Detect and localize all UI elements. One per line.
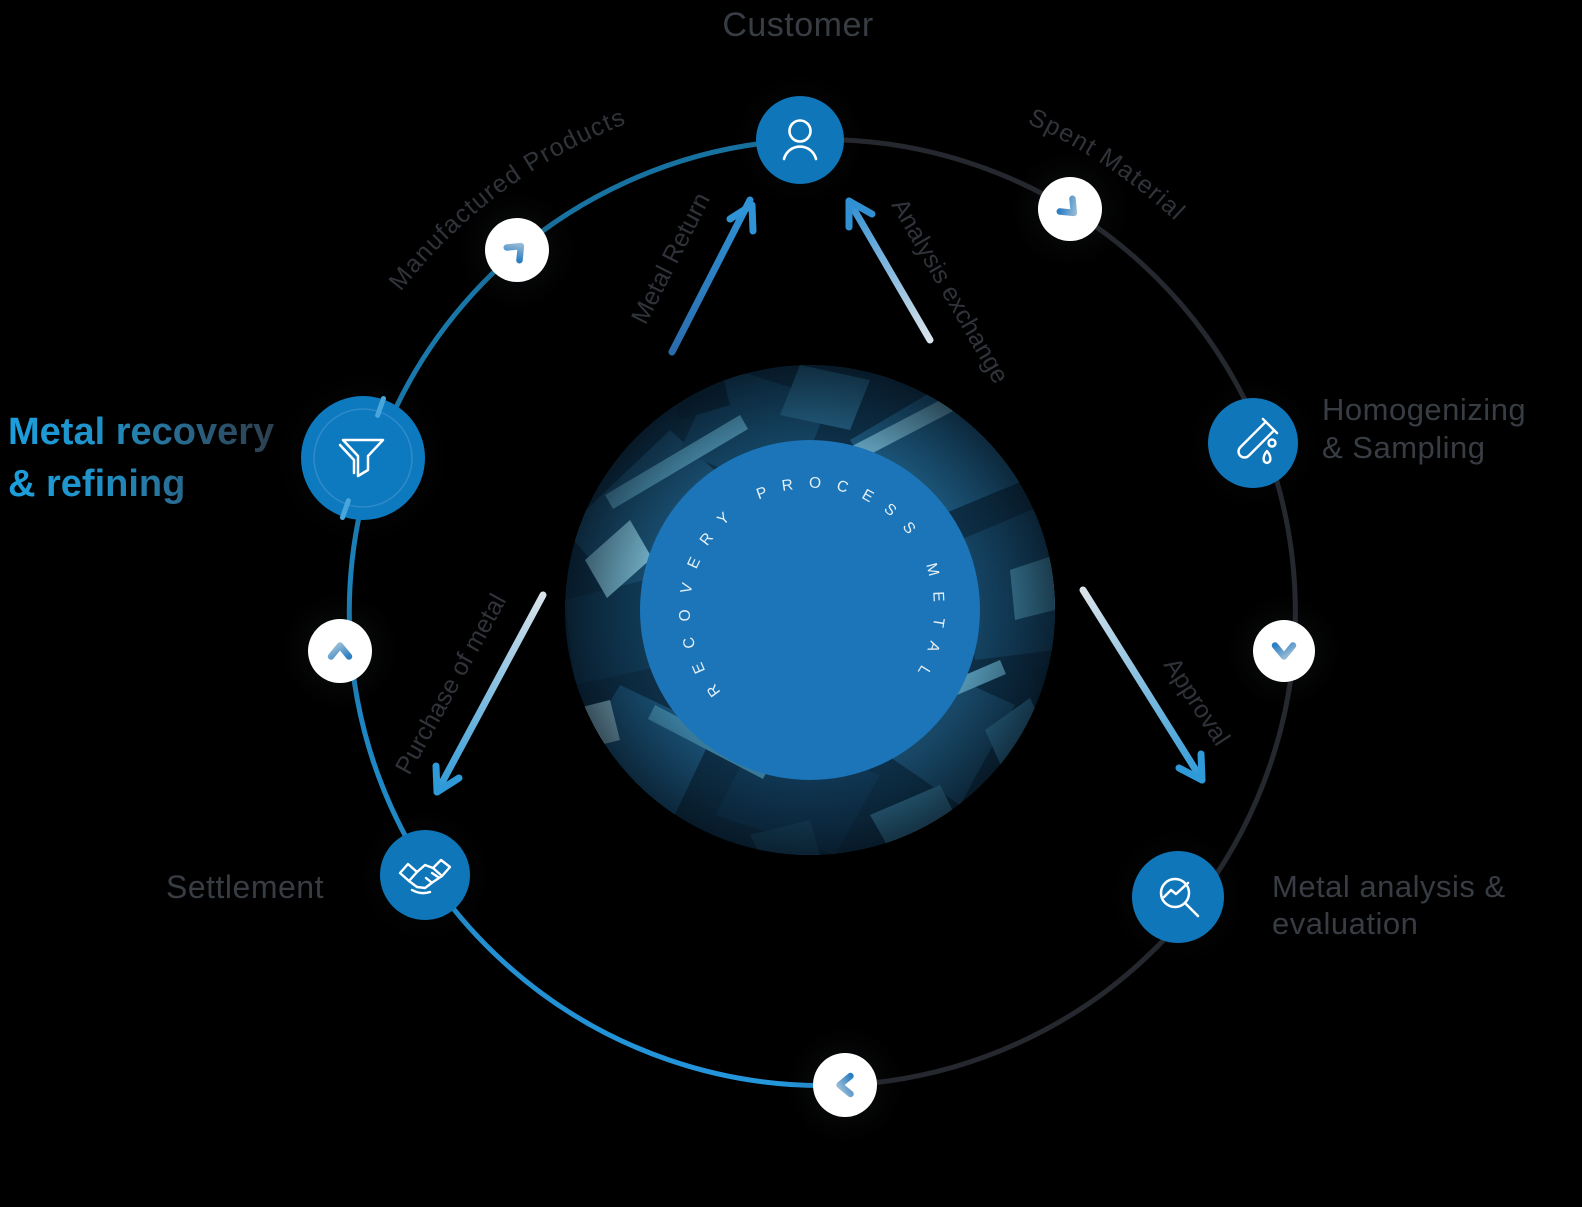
flow-label-approval: Approval	[1158, 653, 1235, 751]
person-icon	[782, 119, 818, 161]
orbit-tick	[340, 498, 351, 520]
chevron-down-right-icon	[1056, 195, 1078, 217]
label-settlement: Settlement	[166, 869, 324, 905]
flow-label-metal-return: Metal Return	[626, 188, 716, 328]
step-button-approval[interactable]	[1224, 591, 1344, 711]
funnel-icon	[338, 438, 385, 478]
arrowhead-icon	[1175, 750, 1206, 784]
label-metal-recovery-refining: Metal recovery & refining	[8, 411, 285, 505]
handshake-icon	[398, 858, 452, 895]
flow-arrow-analysis-exchange: Analysis exchange	[845, 194, 1014, 388]
arrowhead-icon	[432, 762, 463, 796]
active-node-ring	[313, 408, 413, 508]
step-button-manufactured-products[interactable]	[455, 188, 579, 312]
step-button-spent-material[interactable]	[1008, 147, 1132, 271]
node-metal-recovery-refining[interactable]	[271, 366, 455, 550]
step-button-purchase[interactable]	[278, 589, 402, 713]
flow-arrow-purchase-of-metal: Purchase of metal	[390, 589, 547, 796]
center-blue-circle	[640, 440, 980, 780]
node-metal-analysis-evaluation[interactable]	[1106, 825, 1250, 969]
label-homogenizing-sampling: Homogenizing & Sampling	[1322, 392, 1535, 465]
chevron-up-icon	[327, 642, 353, 660]
chevron-down-icon	[1271, 642, 1297, 660]
center-scrap-photo	[565, 365, 1055, 855]
flow-arrow-metal-return: Metal Return	[626, 188, 757, 356]
magnifier-chart-icon	[1159, 877, 1200, 918]
chevron-up-right-icon	[503, 242, 525, 264]
node-settlement[interactable]	[355, 805, 495, 945]
label-customer: Customer	[722, 6, 873, 44]
arrowhead-icon	[845, 197, 876, 231]
test-tube-icon	[1237, 417, 1279, 465]
step-button-bottom[interactable]	[783, 1023, 907, 1147]
node-homogenizing-sampling[interactable]	[1183, 373, 1323, 513]
arrowhead-icon	[726, 201, 757, 235]
flow-arrow-approval: Approval	[1079, 586, 1235, 784]
label-metal-analysis-evaluation: Metal analysis & evaluation	[1272, 869, 1515, 941]
orbit-tick	[375, 396, 386, 418]
chevron-left-icon	[836, 1072, 854, 1098]
node-customer[interactable]	[730, 70, 870, 210]
